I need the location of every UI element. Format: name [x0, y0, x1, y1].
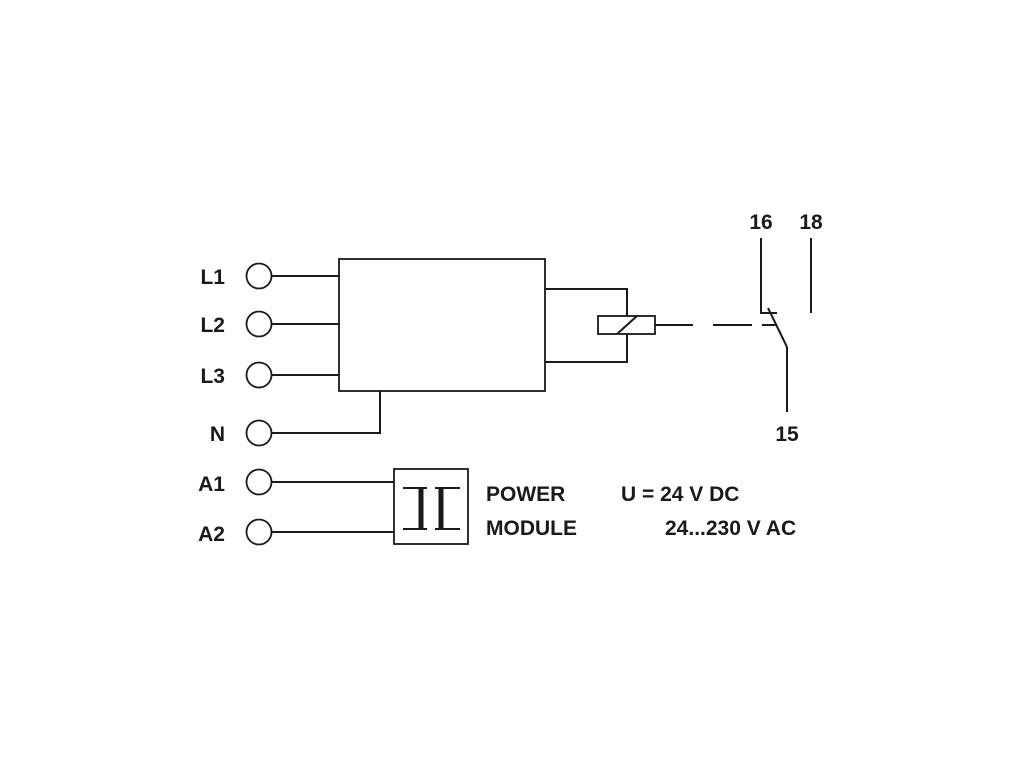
contact-label-18: 18 [799, 211, 823, 234]
terminal-l1 [245, 262, 273, 290]
power-module-box [393, 468, 469, 545]
relay-coil-diagonal [616, 315, 638, 335]
monitoring-block [338, 258, 546, 392]
isolation-transformer-icon [403, 487, 460, 530]
terminal-label-a2: A2 [198, 523, 225, 546]
contact-label-15: 15 [775, 423, 799, 446]
supply-voltage-dc: U = 24 V DC [621, 483, 739, 506]
power-module-line2: MODULE [486, 517, 577, 540]
terminal-label-l3: L3 [200, 365, 225, 388]
power-module-line1: POWER [486, 483, 565, 506]
terminal-n [245, 419, 273, 447]
coil-wire-top [545, 288, 628, 316]
contact-blade [767, 307, 788, 348]
supply-voltage-ac: 24...230 V AC [665, 517, 796, 540]
terminal-label-a1: A1 [198, 473, 225, 496]
terminal-l3 [245, 361, 273, 389]
contact-16-wire [760, 238, 777, 314]
contact-label-16: 16 [749, 211, 772, 234]
wire-n [272, 391, 381, 434]
terminal-label-l2: L2 [200, 314, 225, 337]
terminal-a2 [245, 518, 273, 546]
terminal-label-l1: L1 [200, 266, 225, 289]
terminal-label-n: N [210, 423, 225, 446]
coil-wire-bottom [545, 334, 628, 363]
terminal-l2 [245, 310, 273, 338]
terminal-a1 [245, 468, 273, 496]
